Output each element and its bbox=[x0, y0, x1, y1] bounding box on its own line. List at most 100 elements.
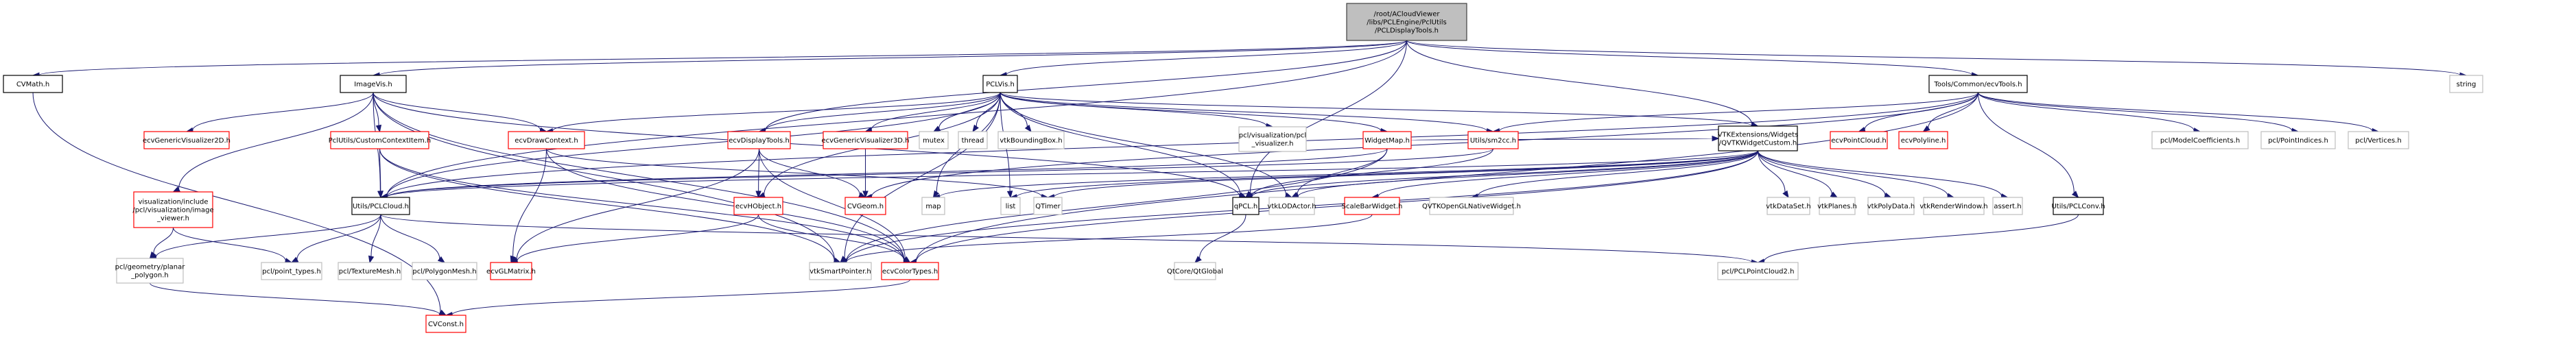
node-pointindices[interactable]: pcl/PointIndices.h bbox=[2260, 131, 2336, 149]
node-box[interactable] bbox=[1344, 197, 1400, 215]
node-box[interactable] bbox=[1830, 131, 1888, 149]
node-pclcloud[interactable]: Utils/PCLCloud.h bbox=[351, 197, 410, 215]
node-box[interactable] bbox=[727, 131, 791, 149]
node-pointcloud2[interactable]: pcl/PCLPointCloud2.h bbox=[1717, 262, 1799, 280]
node-box[interactable] bbox=[1819, 197, 1856, 215]
node-box[interactable] bbox=[1718, 125, 1798, 151]
node-vtkbbox[interactable]: vtkBoundingBox.h bbox=[997, 131, 1065, 149]
node-vertices[interactable]: pcl/Vertices.h bbox=[2348, 131, 2409, 149]
node-box[interactable] bbox=[1429, 197, 1514, 215]
node-qtglobal[interactable]: QtCore/QtGlobal bbox=[1167, 262, 1223, 280]
node-box[interactable] bbox=[1346, 3, 1467, 41]
node-list[interactable]: list bbox=[1000, 197, 1021, 215]
node-pclvisualizer[interactable]: pcl/visualization/pcl_visualizer.h bbox=[1238, 126, 1307, 152]
node-map[interactable]: map bbox=[921, 197, 945, 215]
node-box[interactable] bbox=[412, 262, 477, 280]
node-pointcloud[interactable]: ecvPointCloud.h bbox=[1830, 131, 1888, 149]
node-glmatrix[interactable]: ecvGLMatrix.h bbox=[486, 262, 536, 280]
node-box[interactable] bbox=[823, 131, 908, 149]
node-genvis2d[interactable]: ecvGenericVisualizer2D.h bbox=[143, 131, 231, 149]
node-box[interactable] bbox=[1000, 197, 1021, 215]
node-colortypes[interactable]: ecvColorTypes.h bbox=[881, 262, 939, 280]
node-box[interactable] bbox=[1923, 197, 1985, 215]
node-drawctx[interactable]: ecvDrawContext.h bbox=[508, 131, 585, 149]
node-box[interactable] bbox=[351, 197, 410, 215]
node-modelcoef[interactable]: pcl/ModelCoefficients.h bbox=[2151, 131, 2249, 149]
node-vtkdataset[interactable]: vtkDataSet.h bbox=[1766, 197, 1811, 215]
node-vtkrenderwin[interactable]: vtkRenderWindow.h bbox=[1919, 197, 1988, 215]
node-box[interactable] bbox=[338, 262, 402, 280]
node-box[interactable] bbox=[1867, 197, 1915, 215]
node-qtimer[interactable]: QTimer bbox=[1033, 197, 1063, 215]
node-qpcl[interactable]: qPCL.h bbox=[1232, 197, 1260, 215]
node-smartptr[interactable]: vtkSmartPointer.h bbox=[809, 262, 872, 280]
node-box[interactable] bbox=[1717, 262, 1799, 280]
node-disptools[interactable]: ecvDisplayTools.h bbox=[727, 131, 791, 149]
node-cvgeom[interactable]: CVGeom.h bbox=[844, 197, 886, 215]
node-customctx[interactable]: PclUtils/CustomContextItem.h bbox=[329, 131, 431, 149]
node-box[interactable] bbox=[844, 197, 886, 215]
node-assert[interactable]: assert.h bbox=[1992, 197, 2023, 215]
node-qvtkwidget[interactable]: VTKExtensions/Widgets/QVTKWidgetCustom.h bbox=[1718, 125, 1799, 151]
node-box[interactable] bbox=[881, 262, 939, 280]
node-scalebar[interactable]: ScaleBarWidget.h bbox=[1342, 197, 1403, 215]
node-box[interactable] bbox=[919, 131, 949, 149]
node-polygonmesh[interactable]: pcl/PolygonMesh.h bbox=[412, 262, 477, 280]
node-mutex[interactable]: mutex bbox=[919, 131, 949, 149]
node-box[interactable] bbox=[116, 258, 184, 284]
node-thread[interactable]: thread bbox=[958, 131, 988, 149]
node-box[interactable] bbox=[2449, 75, 2483, 93]
node-texturemesh[interactable]: pcl/TextureMesh.h bbox=[338, 262, 402, 280]
node-vtkplanes[interactable]: vtkPlanes.h bbox=[1817, 197, 1857, 215]
node-box[interactable] bbox=[2348, 131, 2409, 149]
node-box[interactable] bbox=[2151, 131, 2249, 149]
node-vtkpolydata[interactable]: vtkPolyData.h bbox=[1867, 197, 1915, 215]
node-box[interactable] bbox=[2260, 131, 2336, 149]
node-box[interactable] bbox=[508, 131, 585, 149]
node-box[interactable] bbox=[1992, 197, 2023, 215]
node-vtklod[interactable]: vtkLODActor.h bbox=[1267, 197, 1316, 215]
node-hobject[interactable]: ecvHObject.h bbox=[733, 197, 783, 215]
node-pointtypes[interactable]: pcl/point_types.h bbox=[261, 262, 322, 280]
node-box[interactable] bbox=[1928, 75, 2028, 93]
node-box[interactable] bbox=[733, 197, 783, 215]
node-box[interactable] bbox=[1766, 197, 1810, 215]
node-box[interactable] bbox=[3, 75, 63, 93]
node-root[interactable]: /root/ACloudViewer/libs/PCLEngine/PclUti… bbox=[1346, 3, 1467, 41]
node-box[interactable] bbox=[133, 191, 213, 228]
node-box[interactable] bbox=[1033, 197, 1063, 215]
node-box[interactable] bbox=[958, 131, 988, 149]
node-box[interactable] bbox=[997, 131, 1065, 149]
node-box[interactable] bbox=[1232, 197, 1260, 215]
node-box[interactable] bbox=[425, 315, 466, 333]
node-ecvtools[interactable]: Tools/Common/ecvTools.h bbox=[1928, 75, 2028, 93]
node-sm2cc[interactable]: Utils/sm2cc.h bbox=[1467, 131, 1519, 149]
node-cvmath[interactable]: CVMath.h bbox=[3, 75, 63, 93]
node-imageviewer[interactable]: visualization/include/pcl/visualization/… bbox=[132, 191, 214, 228]
node-cvconst[interactable]: CVConst.h bbox=[425, 315, 466, 333]
node-box[interactable] bbox=[1898, 131, 1948, 149]
node-box[interactable] bbox=[340, 75, 407, 93]
node-box[interactable] bbox=[1467, 131, 1519, 149]
node-box[interactable] bbox=[261, 262, 322, 280]
node-box[interactable] bbox=[982, 75, 1018, 93]
node-widgetmap[interactable]: WidgetMap.h bbox=[1362, 131, 1412, 149]
node-box[interactable] bbox=[490, 262, 532, 280]
node-box[interactable] bbox=[1174, 262, 1216, 280]
node-imagevis[interactable]: ImageVis.h bbox=[340, 75, 407, 93]
node-box[interactable] bbox=[143, 131, 230, 149]
node-box[interactable] bbox=[921, 197, 945, 215]
node-box[interactable] bbox=[330, 131, 429, 149]
node-box[interactable] bbox=[1362, 131, 1412, 149]
node-planarpoly[interactable]: pcl/geometry/planar_polygon.h bbox=[115, 258, 186, 284]
node-box[interactable] bbox=[1268, 197, 1315, 215]
node-qvtkopengl[interactable]: QVTKOpenGLNativeWidget.h bbox=[1422, 197, 1521, 215]
node-polyline[interactable]: ecvPolyline.h bbox=[1898, 131, 1948, 149]
node-box[interactable] bbox=[1238, 126, 1307, 152]
node-genvis3d[interactable]: ecvGenericVisualizer3D.h bbox=[821, 131, 910, 149]
node-pclvis[interactable]: PCLVis.h bbox=[982, 75, 1018, 93]
node-box[interactable] bbox=[2053, 197, 2104, 215]
node-pclconv[interactable]: Utils/PCLConv.h bbox=[2051, 197, 2105, 215]
node-box[interactable] bbox=[809, 262, 872, 280]
node-string[interactable]: string bbox=[2449, 75, 2483, 93]
